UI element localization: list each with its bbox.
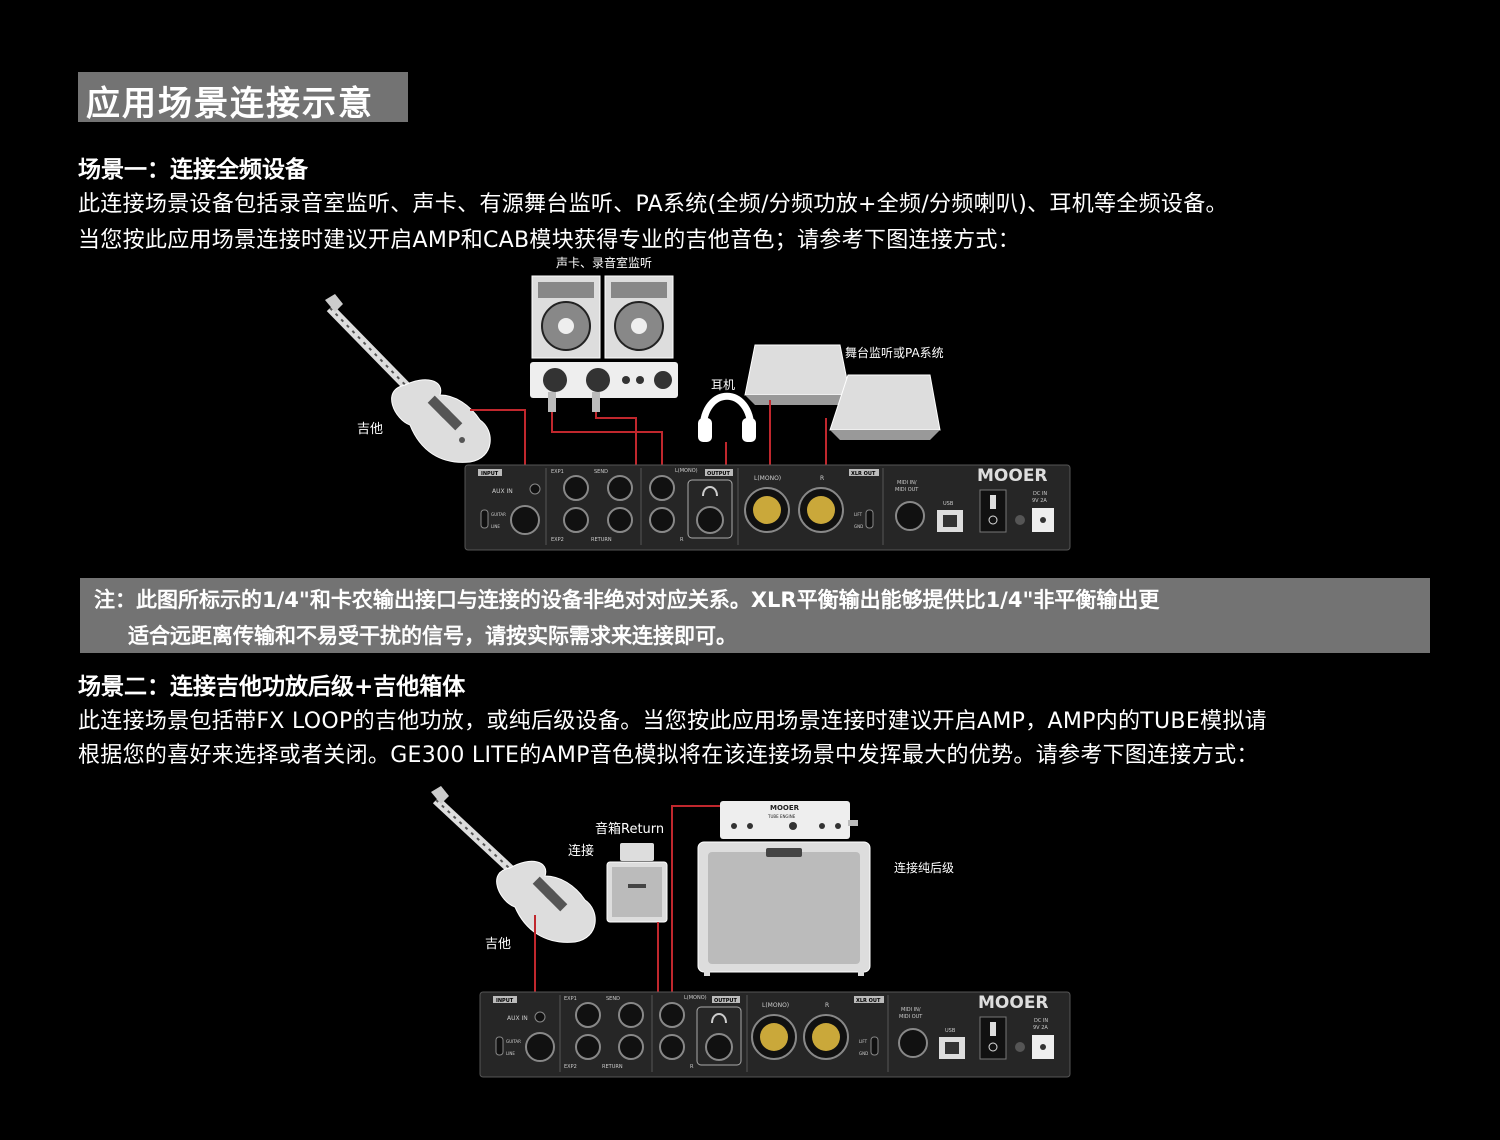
cab-return-label: 音箱Return [595,821,664,837]
panel-guitar-label: GUITAR [506,1039,521,1044]
panel-exp2-label: EXP2 [551,537,564,543]
panel-midi-in-label: MIDI IN/ [897,480,917,486]
panel-aux-label: AUX IN [507,1015,528,1022]
headphones-icon [698,392,756,442]
panel-line-label: LINE [506,1051,515,1056]
panel-lmono-jack-label: L(MONO) [684,995,707,1001]
panel-xlr-l-label: L(MONO) [754,475,781,482]
studio-monitor-icon [531,275,674,359]
panel-return-label: RETURN [591,537,612,543]
panel-aux-label: AUX IN [492,488,513,495]
amp-model: TUBE ENGINE [767,814,796,819]
connect-label: 连接 [568,843,594,859]
panel-lift-label: LIFT [854,512,863,517]
note-line1: 注：此图所标示的1/4"和卡农输出接口与连接的设备非绝对对应关系。XLR平衡输出… [94,588,1160,612]
stage-monitor-icon [744,344,941,440]
headphones-label: 耳机 [711,378,735,392]
panel-gnd-label: GND [859,1051,868,1056]
guitar-cab-icon [606,843,668,923]
diagram-scene1: 吉他 声卡、录音室监听 舞台监听或PA系统 耳机 [325,255,1071,551]
stage-monitor-label: 舞台监听或PA系统 [845,345,944,360]
panel-output-label: OUTPUT [714,998,737,1004]
panel-dc-in-label: DC IN [1033,491,1047,497]
panel-brand: MOOER [977,466,1048,486]
ge300-rear-panel: INPUT AUX IN GUITAR LINE EXP1 SEND EXP2 … [464,464,1071,551]
panel-return-label: RETURN [602,1064,623,1070]
panel-guitar-label: GUITAR [491,512,506,517]
scene1-heading: 场景一：连接全频设备 [78,157,308,183]
tube-engine-head-icon: MOOER TUBE ENGINE [720,801,858,839]
scene1-line1: 此连接场景设备包括录音室监听、声卡、有源舞台监听、PA系统(全频/分频功放+全频… [78,192,1228,217]
panel-output-label: OUTPUT [707,471,730,477]
panel-send-label: SEND [606,996,620,1002]
diagram-scene2: 吉他 音箱Return 连接 MOOER TUBE ENGINE 连接纯后级 [431,786,1071,1078]
panel-xlr-out-label: XLR OUT [851,471,876,477]
panel-usb-label: USB [945,1028,956,1034]
panel-send-label: SEND [594,469,608,475]
panel-usb-label: USB [943,501,954,507]
panel-midi-out-label: MIDI OUT [895,487,919,493]
note-box: 注：此图所标示的1/4"和卡农输出接口与连接的设备非绝对对应关系。XLR平衡输出… [80,578,1430,653]
panel-exp1-label: EXP1 [564,996,577,1002]
scene2-line2: 根据您的喜好来选择或者关闭。GE300 LITE的AMP音色模拟将在该连接场景中… [78,743,1259,768]
panel-dc-spec-label: 9V 2A [1033,1025,1048,1031]
speaker-cabinet-icon [697,841,871,976]
panel-lift-label: LIFT [859,1039,868,1044]
poweramp-label: 连接纯后级 [894,860,954,875]
guitar-label: 吉他 [357,422,383,437]
panel-r-jack-label: R [690,1064,694,1070]
page-title: 应用场景连接示意 [86,84,374,124]
panel-midi-in-label: MIDI IN/ [901,1007,921,1013]
panel-exp1-label: EXP1 [551,469,564,475]
panel-lmono-jack-label: L(MONO) [675,468,698,474]
panel-xlr-r-label: R [820,475,824,482]
panel-xlr-r-label: R [825,1002,829,1009]
panel-xlr-out-label: XLR OUT [856,998,881,1004]
page-title-box: 应用场景连接示意 [78,72,408,124]
panel-dc-spec-label: 9V 2A [1032,498,1047,504]
ge300-rear-panel: INPUT AUX IN GUITAR LINE EXP1 SEND EXP2 … [479,991,1071,1078]
scene1-line2: 当您按此应用场景连接时建议开启AMP和CAB模块获得专业的吉他音色；请参考下图连… [78,228,1021,253]
scene2-heading: 场景二：连接吉他功放后级+吉他箱体 [78,674,466,700]
guitar-icon [431,786,596,943]
monitors-label: 声卡、录音室监听 [556,255,652,270]
scene2-line1: 此连接场景包括带FX LOOP的吉他功放，或纯后级设备。当您按此应用场景连接时建… [78,709,1267,734]
audio-interface-icon [530,362,678,412]
guitar-label: 吉他 [485,937,511,952]
panel-line-label: LINE [491,524,500,529]
panel-input-label: INPUT [481,471,499,477]
panel-dc-in-label: DC IN [1034,1018,1048,1024]
guitar-icon [325,294,491,463]
panel-midi-out-label: MIDI OUT [899,1014,923,1020]
note-line2: 适合远距离传输和不易受干扰的信号，请按实际需求来连接即可。 [128,624,737,648]
panel-xlr-l-label: L(MONO) [762,1002,789,1009]
panel-input-label: INPUT [496,998,514,1004]
panel-brand: MOOER [978,993,1049,1013]
panel-exp2-label: EXP2 [564,1064,577,1070]
amp-brand: MOOER [770,804,800,812]
panel-gnd-label: GND [854,524,863,529]
panel-r-jack-label: R [680,537,684,543]
